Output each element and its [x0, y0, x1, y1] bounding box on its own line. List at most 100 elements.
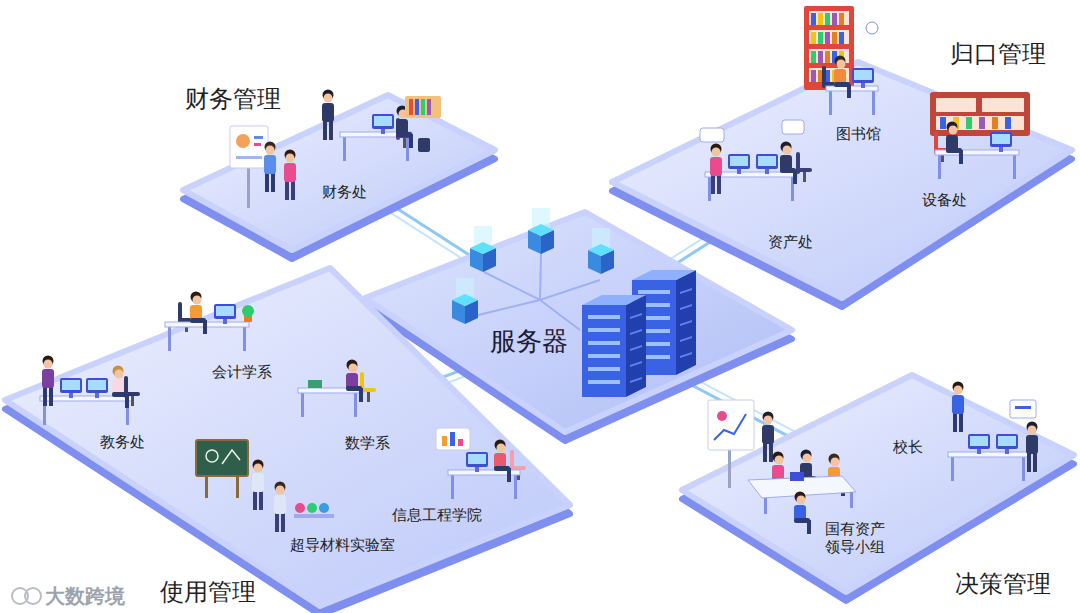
- bookshelf: [804, 6, 854, 90]
- chart-bar: [442, 436, 447, 446]
- desk: [935, 150, 1019, 179]
- seated-person: [946, 122, 963, 165]
- platform-top: [183, 95, 495, 250]
- person-leg: [43, 387, 47, 406]
- monitor-screen: [468, 454, 486, 464]
- standing-person: [1026, 422, 1038, 473]
- pod-top: [452, 294, 478, 306]
- standing-person: [252, 460, 264, 511]
- text-slot: 校长: [893, 437, 923, 456]
- desk-top: [340, 132, 412, 137]
- monitor-screen: [374, 116, 392, 126]
- person-leg: [281, 513, 285, 532]
- person-leg: [763, 443, 767, 462]
- pod-top: [470, 242, 496, 254]
- unit-label: 数学系: [345, 434, 390, 452]
- person-head: [1028, 426, 1037, 435]
- desk-leg: [951, 457, 954, 481]
- unit-label: 财务处: [322, 183, 367, 201]
- server-label: 服务器: [490, 326, 568, 357]
- book: [427, 99, 431, 115]
- chalkboard: [196, 440, 248, 476]
- monitor-frame: [756, 154, 778, 169]
- book: [818, 51, 823, 63]
- text-slot: 教务处: [100, 432, 145, 451]
- person-leg: [285, 181, 289, 200]
- monitor: [60, 378, 82, 398]
- person-head: [286, 154, 295, 163]
- standing-person: [284, 150, 296, 201]
- platform: 决策管理 校长国有资产 领导小组: [674, 358, 1080, 608]
- book: [979, 117, 985, 129]
- tower-stripe: [680, 320, 692, 326]
- standing-person: [322, 90, 334, 141]
- person-leg: [323, 121, 327, 140]
- watermark: 大数跨境: [45, 584, 125, 608]
- person-leg: [49, 387, 53, 406]
- person-body: [284, 163, 296, 182]
- person-head: [831, 458, 840, 467]
- platform-group: [682, 375, 1074, 601]
- platform-top: [5, 268, 570, 606]
- illustration: [40, 292, 526, 533]
- server-pod: [452, 278, 478, 324]
- book: [409, 99, 413, 115]
- tower-stripe: [630, 345, 642, 351]
- desk: [948, 452, 1028, 481]
- plant: [242, 305, 254, 317]
- platform: 财务管理财务处: [180, 80, 502, 265]
- person-shin: [203, 320, 207, 334]
- server-pod: [588, 228, 614, 274]
- monitor-screen: [970, 436, 988, 446]
- monitor-frame: [60, 378, 82, 393]
- flask: [295, 503, 305, 513]
- book: [966, 117, 972, 129]
- platform-group: [612, 6, 1072, 307]
- shelf: [809, 30, 849, 44]
- section-title: 归口管理: [950, 40, 1046, 69]
- text-slot: 国有资产 领导小组: [822, 520, 888, 556]
- tower-stripe: [630, 329, 642, 335]
- desk-leg: [168, 327, 171, 351]
- desk-leg: [243, 327, 246, 351]
- tower-stripe: [680, 352, 692, 358]
- monitor: [728, 154, 750, 174]
- person-body: [42, 369, 54, 388]
- text-slot: 决策管理: [955, 570, 1051, 599]
- chair-post: [403, 138, 406, 148]
- book: [832, 32, 837, 44]
- seated-person: [780, 142, 797, 185]
- standing-person: [42, 356, 54, 407]
- table-leg: [764, 498, 767, 514]
- tower-slot: [588, 315, 620, 319]
- label-slot: 大数跨境: [45, 584, 125, 608]
- person-head: [254, 464, 263, 473]
- book: [825, 32, 830, 44]
- seated-person: [494, 440, 511, 483]
- chair: [396, 118, 412, 148]
- flask: [319, 503, 329, 513]
- person-head: [115, 370, 124, 379]
- bookshelf: [405, 96, 441, 118]
- text-slot: 数学系: [345, 433, 390, 452]
- text-slot: 财务处: [322, 182, 367, 201]
- person-shin: [359, 388, 363, 402]
- monitor-screen: [998, 436, 1016, 446]
- book: [811, 32, 816, 44]
- person-leg: [1033, 453, 1037, 472]
- person-leg: [959, 413, 963, 432]
- flask: [307, 503, 317, 513]
- standing-person: [264, 142, 276, 193]
- desk-leg: [343, 137, 346, 161]
- chart-line: [236, 156, 262, 159]
- tower-slot: [588, 380, 620, 384]
- book: [811, 70, 816, 82]
- book: [811, 13, 816, 25]
- monitor: [996, 434, 1018, 454]
- person-leg: [717, 175, 721, 194]
- shelf: [936, 98, 976, 112]
- monitor-frame: [968, 434, 990, 449]
- text-slot: 会计学系: [212, 362, 272, 381]
- desk-leg: [301, 393, 304, 417]
